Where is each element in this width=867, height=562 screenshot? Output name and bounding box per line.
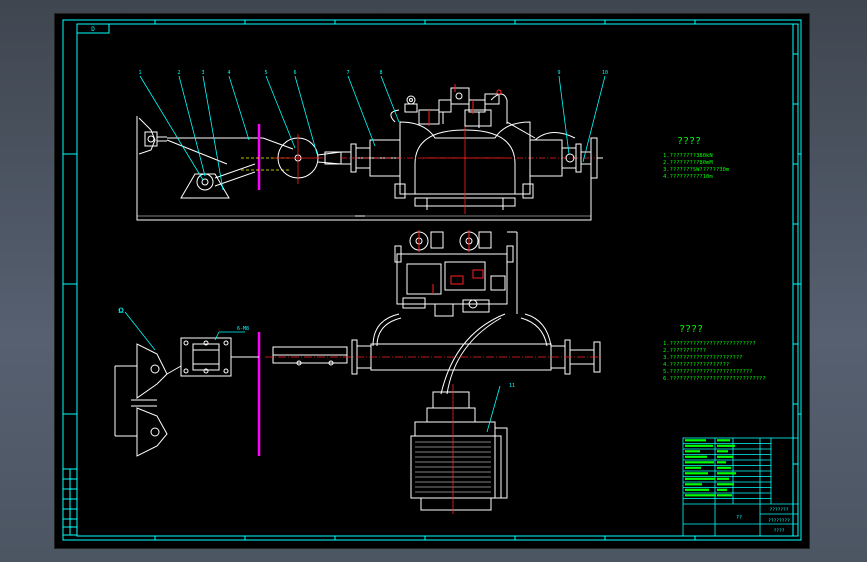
title-block-fill xyxy=(685,439,736,497)
title-block-entry xyxy=(685,472,708,475)
balloon-marker-12 xyxy=(118,307,124,313)
balloon-leader xyxy=(380,75,400,123)
front-elevation-view xyxy=(136,84,603,221)
title-block-company: ??????? xyxy=(770,507,789,513)
title-block-entry xyxy=(685,439,706,442)
notes-bottom-line: 2.??????????? xyxy=(663,348,706,354)
balloon-leader xyxy=(139,75,204,181)
plan-red-details xyxy=(418,230,484,294)
balloon-leader xyxy=(582,75,606,163)
notes-top-line: 2.?????????80mM xyxy=(663,160,713,166)
notes-bottom-line: 1.?????????????????????????? xyxy=(663,341,756,347)
notes-bottom-line: 4.?????????????????? xyxy=(663,362,729,368)
dimension-note: 6-M8 xyxy=(237,326,249,332)
title-block-entry xyxy=(685,461,714,464)
title-block-entry xyxy=(685,483,702,486)
title-block-entry xyxy=(717,461,726,464)
balloon-leader xyxy=(202,75,224,191)
title-block-entry xyxy=(717,483,734,486)
balloon-label: 2 xyxy=(177,70,180,76)
title-block-entry xyxy=(717,472,736,475)
title-block-entry xyxy=(717,488,727,491)
title-block-entry xyxy=(717,444,735,447)
notes-bottom-heading: ???? xyxy=(679,324,703,335)
balloon-label: 10 xyxy=(602,70,608,76)
pulley-bracket xyxy=(180,163,256,199)
notes-top-heading: ???? xyxy=(677,136,701,147)
balloon-label: 6 xyxy=(293,70,296,76)
notes-bottom-line: 6.????????????????????????????? xyxy=(663,376,766,382)
valve-assembly xyxy=(390,87,576,141)
balloon-label: 4 xyxy=(227,70,230,76)
sheave-centerline xyxy=(273,134,323,184)
central-housing xyxy=(394,121,534,210)
balloon-label: 1 xyxy=(138,70,141,76)
title-block-entry xyxy=(717,477,729,480)
title-block-entry xyxy=(685,450,700,453)
technical-notes-bottom: ???? 1.?????????????????????????? 2.????… xyxy=(663,324,766,382)
title-block-entry xyxy=(685,444,713,447)
technical-notes-top: ???? 1.????????380kN 2.?????????80mM 3.?… xyxy=(663,136,730,180)
hidden-lines xyxy=(241,157,291,171)
plan-view xyxy=(114,230,603,514)
title-block-entry xyxy=(685,466,701,469)
notes-top-line: 4.??????????10m xyxy=(663,174,713,180)
balloon-12: 12 xyxy=(118,309,124,315)
wire-rope xyxy=(166,137,294,165)
balloon-leader xyxy=(178,75,206,177)
hydraulic-hoses xyxy=(372,313,552,395)
balloon-label: 5 xyxy=(264,70,267,76)
notes-bottom-line: 3.?????????????????????? xyxy=(663,355,742,361)
plan-leaders xyxy=(124,311,501,433)
balloon-group-top: 1 2 3 4 5 6 7 8 9 10 xyxy=(138,70,608,191)
balloon-label: 8 xyxy=(379,70,382,76)
title-block-entry xyxy=(717,450,728,453)
balloon-11: 11 xyxy=(509,383,515,389)
title-block-entry xyxy=(717,466,731,469)
title-block-entry xyxy=(685,488,709,491)
winch-drum xyxy=(410,391,508,511)
drawing-frame xyxy=(62,19,802,541)
title-block-entry xyxy=(717,455,733,458)
mounting-plate xyxy=(180,337,259,377)
title-block-entry xyxy=(717,494,732,497)
revision-strip xyxy=(62,468,78,536)
zone-label: D xyxy=(91,26,95,33)
notes-top-line: 1.????????380kN xyxy=(663,153,713,159)
title-block-rows xyxy=(683,443,771,499)
notes-top-line: 3.???????SW??????30m xyxy=(663,167,730,173)
title-block-scale: ?? xyxy=(736,515,742,521)
drawing-canvas: D xyxy=(55,14,809,548)
title-block-entry xyxy=(717,439,730,442)
balloon-leader xyxy=(265,75,296,149)
title-block-entry xyxy=(685,477,715,480)
left-anchor-bracket xyxy=(138,117,167,155)
housing-centerline xyxy=(341,118,595,214)
upper-valve-block xyxy=(394,231,518,317)
balloon-label: 9 xyxy=(557,70,560,76)
title-block xyxy=(682,437,799,537)
balloon-leader xyxy=(294,75,318,155)
balloon-leader xyxy=(347,75,376,147)
balloon-label: 3 xyxy=(201,70,204,76)
balloon-leader xyxy=(228,75,250,141)
valve-red-lines xyxy=(428,84,502,126)
cad-drawing: D xyxy=(62,19,802,541)
balloon-leader xyxy=(558,75,570,155)
title-block-entry xyxy=(685,455,707,458)
title-block-entry xyxy=(685,494,716,497)
left-anchors xyxy=(114,343,182,457)
balloon-label: 7 xyxy=(346,70,349,76)
notes-bottom-line: 5.????????????????????????? xyxy=(663,369,752,375)
title-block-drawing-no: ???? xyxy=(774,528,785,534)
title-block-title: ???????? xyxy=(768,518,790,524)
